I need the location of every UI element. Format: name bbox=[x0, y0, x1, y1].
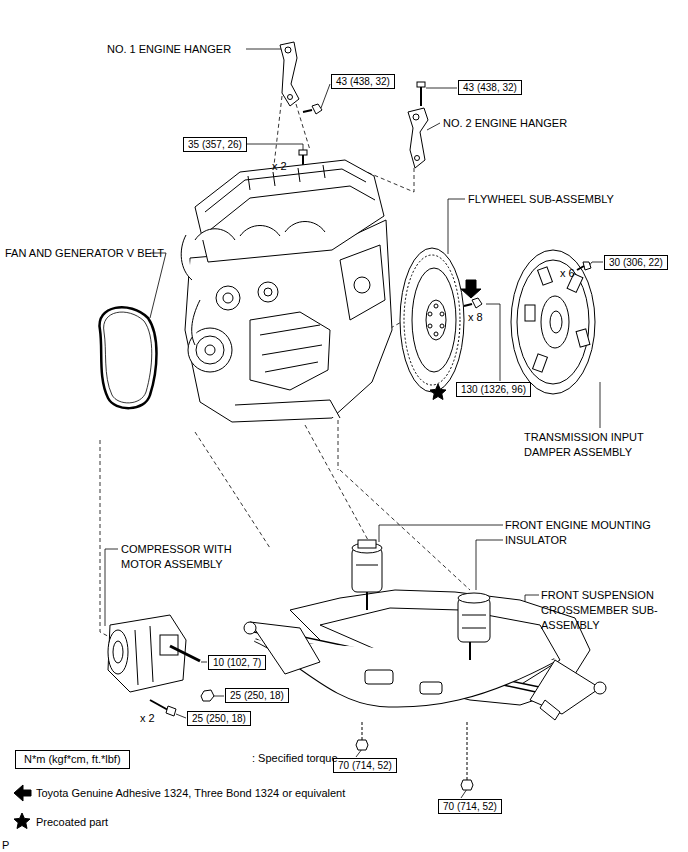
part-name: FLYWHEEL SUB-ASSEMBLY bbox=[468, 192, 614, 207]
torque-box: 30 (306, 22) bbox=[604, 255, 668, 270]
assembly-lines bbox=[100, 96, 470, 645]
input-damper bbox=[511, 250, 595, 394]
torque-value: 30 (306, 22) bbox=[609, 257, 663, 268]
torque-value: 130 (1326, 96) bbox=[461, 384, 526, 395]
flywheel bbox=[400, 248, 482, 392]
torque-box: 35 (357, 26) bbox=[183, 137, 247, 152]
torque-value: 10 (102, 7) bbox=[213, 657, 261, 668]
torque-value: 35 (357, 26) bbox=[188, 139, 242, 150]
torque-value: 70 (714, 52) bbox=[338, 760, 392, 771]
part-name: NO. 1 ENGINE HANGER bbox=[107, 42, 231, 57]
torque-box: 25 (250, 18) bbox=[187, 711, 251, 726]
legend-text: Precoated part bbox=[36, 815, 108, 830]
page-mark: P bbox=[2, 838, 9, 852]
v-belt bbox=[100, 307, 157, 408]
part-name: FRONT SUSPENSION CROSSMEMBER SUB-ASSEMBL… bbox=[541, 588, 681, 633]
torque-box: 25 (250, 18) bbox=[225, 688, 289, 703]
part-name: NO. 2 ENGINE HANGER bbox=[443, 116, 567, 131]
adhesive-symbol bbox=[461, 280, 481, 298]
torque-value: N*m (kgf*cm, ft.*lbf) bbox=[24, 753, 121, 765]
adhesive-symbol bbox=[14, 785, 31, 801]
part-name: FAN AND GENERATOR V BELT bbox=[5, 246, 165, 261]
quantity: x 2 bbox=[140, 711, 155, 726]
torque-value: 43 (438, 32) bbox=[463, 82, 517, 93]
part-name: FRONT ENGINE MOUNTING INSULATOR bbox=[505, 518, 665, 548]
quantity: x 6 bbox=[560, 266, 575, 281]
torque-box: 43 (438, 32) bbox=[458, 80, 522, 95]
torque-value: 70 (714, 52) bbox=[443, 801, 497, 812]
torque-box: 70 (714, 52) bbox=[438, 799, 502, 814]
quantity: x 8 bbox=[468, 310, 483, 325]
torque-value: 43 (438, 32) bbox=[336, 76, 390, 87]
part-name: COMPRESSOR WITH MOTOR ASSEMBLY bbox=[121, 542, 271, 572]
quantity: x 2 bbox=[272, 159, 287, 174]
part-name: TRANSMISSION INPUT DAMPER ASSEMBLY bbox=[524, 430, 684, 460]
engine-assembly bbox=[181, 160, 392, 422]
torque-value: 25 (250, 18) bbox=[192, 713, 246, 724]
mounting-insulator bbox=[352, 540, 490, 790]
torque-box: 10 (102, 7) bbox=[208, 655, 266, 670]
torque-box: 70 (714, 52) bbox=[333, 758, 397, 773]
legend-text: : Specified torque bbox=[252, 751, 338, 766]
torque-box: 43 (438, 32) bbox=[331, 74, 395, 89]
torque-box: 130 (1326, 96) bbox=[456, 382, 531, 397]
legend-text: Toyota Genuine Adhesive 1324, Three Bond… bbox=[36, 786, 345, 801]
leader-lines bbox=[105, 49, 603, 798]
compressor bbox=[108, 615, 214, 716]
precoated-symbol bbox=[430, 384, 446, 400]
legend-torque-box: N*m (kgf*cm, ft.*lbf) bbox=[15, 750, 130, 769]
precoated-symbol bbox=[14, 813, 30, 829]
torque-value: 25 (250, 18) bbox=[230, 690, 284, 701]
engine-hanger-2 bbox=[408, 82, 428, 168]
engine-hanger-1 bbox=[280, 42, 322, 114]
